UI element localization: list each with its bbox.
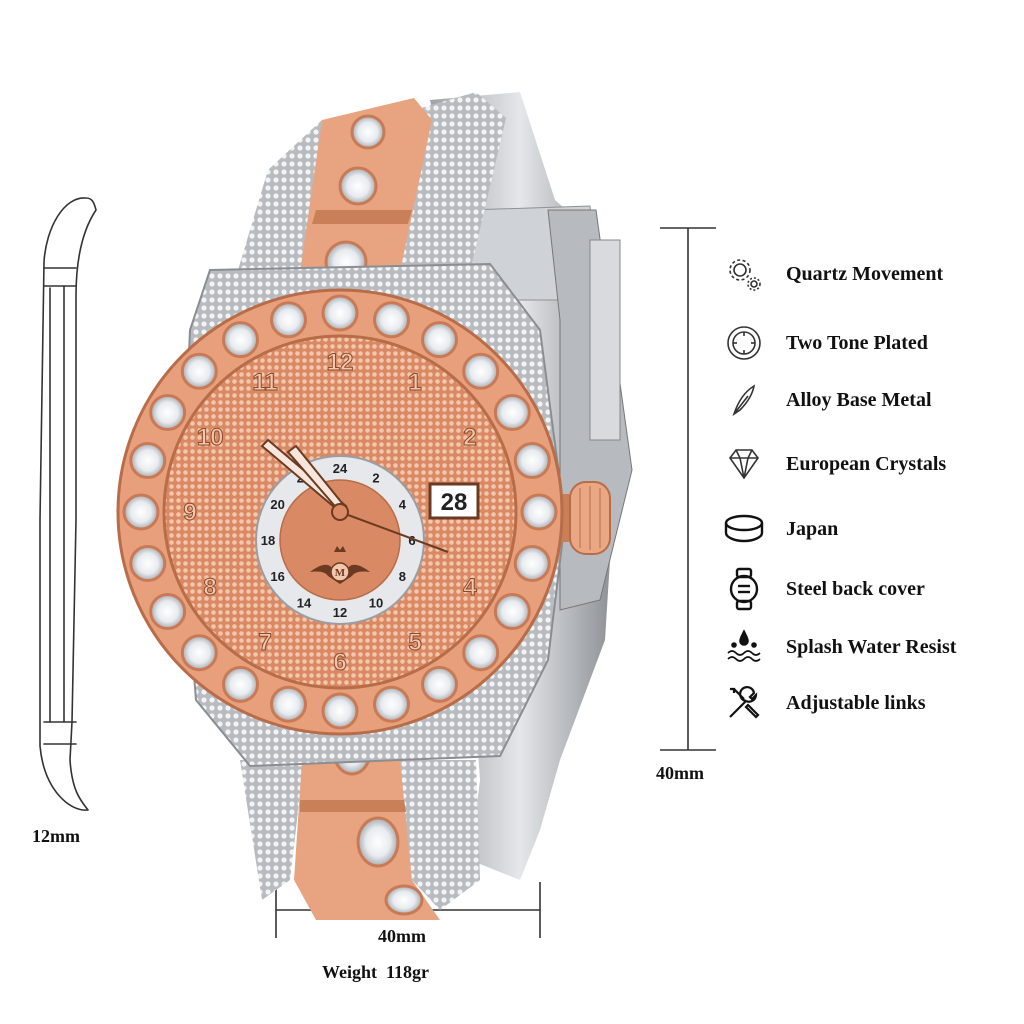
- bezel-stone: [321, 692, 359, 730]
- bezel-stone: [373, 685, 411, 723]
- watch-back-icon: [722, 567, 766, 611]
- weight-label: Weight: [322, 962, 378, 982]
- feature-label: Steel back cover: [786, 577, 925, 600]
- bezel-stone: [180, 352, 218, 390]
- bezel-stone: [493, 394, 531, 431]
- feature-item: Adjustable links: [722, 680, 1012, 726]
- inner-ring-numeral: 18: [261, 533, 275, 548]
- watch-hands: [260, 438, 449, 553]
- width-label: 40mm: [378, 926, 426, 946]
- inner-ring-numeral: 2: [372, 471, 379, 486]
- diamond-icon: [722, 442, 766, 486]
- bezel-stone: [462, 634, 500, 672]
- thickness-label: 12mm: [32, 826, 80, 846]
- bezel-stone: [493, 593, 531, 630]
- feature-label: Adjustable links: [786, 691, 926, 714]
- feature-item: Two Tone Plated: [722, 320, 1012, 366]
- bezel-stone: [321, 294, 359, 332]
- date-window: 28: [428, 482, 480, 520]
- inner-ring-numeral: 14: [297, 595, 312, 610]
- dial-numeral: 6: [333, 649, 346, 676]
- feature-label: Splash Water Resist: [786, 635, 957, 658]
- dial-numeral: 1: [408, 369, 421, 396]
- inner-ring-numeral: 6: [408, 533, 415, 548]
- inner-ring-numeral: 24: [333, 461, 348, 476]
- bezel-stone: [269, 301, 307, 339]
- dial-icon: [722, 321, 766, 365]
- bezel-stone: [129, 545, 167, 583]
- brand-logo: M: [310, 546, 370, 584]
- bezel-stone: [129, 441, 167, 479]
- weight-value: 118gr: [386, 962, 430, 982]
- weight-text: Weight 118gr: [322, 962, 429, 983]
- dial-numeral: 5: [408, 629, 421, 656]
- bezel-stone: [180, 634, 218, 672]
- bezel-stone: [373, 301, 411, 339]
- bezel-stone: [269, 685, 307, 723]
- gears-icon: [722, 252, 766, 296]
- bezel-stone: [149, 593, 187, 630]
- inner-ring-numeral: 12: [333, 605, 347, 620]
- feature-item: European Crystals: [722, 441, 1012, 487]
- date-value: 28: [441, 489, 468, 516]
- dial-numeral: 8: [203, 574, 216, 601]
- water-icon: [722, 625, 766, 669]
- feather-icon: [722, 378, 766, 422]
- inner-ring-numeral: 8: [399, 569, 406, 584]
- dial-numeral: 9: [183, 499, 196, 526]
- feature-label: Alloy Base Metal: [786, 388, 932, 411]
- tools-icon: [722, 681, 766, 725]
- bezel-stone: [149, 394, 187, 431]
- feature-item: Alloy Base Metal: [722, 377, 1012, 423]
- bezel-stone: [513, 545, 551, 583]
- bracelet-upper: [238, 92, 506, 284]
- bezel-stone: [520, 493, 558, 531]
- feature-label: Quartz Movement: [786, 262, 944, 285]
- feature-item: Steel back cover: [722, 566, 1012, 612]
- dial-numeral: 10: [197, 424, 224, 451]
- height-label: 40mm: [656, 763, 704, 783]
- bezel-stone: [421, 321, 458, 359]
- bezel-stone: [462, 352, 500, 390]
- battery-icon: [722, 507, 766, 551]
- dial-numeral: 11: [252, 369, 277, 396]
- brand-mark: M: [335, 567, 346, 579]
- bezel-stone: [122, 493, 160, 531]
- dial-numeral: 7: [258, 629, 271, 656]
- inner-ring-numeral: 16: [270, 569, 284, 584]
- dial-numeral: 12: [327, 349, 354, 376]
- bezel-stones: [122, 294, 558, 730]
- feature-label: Japan: [786, 517, 839, 540]
- feature-label: European Crystals: [786, 452, 947, 475]
- dial-numeral: 2: [463, 424, 476, 451]
- bezel-stone: [513, 441, 551, 479]
- bezel-stone: [222, 665, 259, 703]
- bezel-stone: [222, 321, 259, 359]
- bracelet-lower: [240, 728, 480, 920]
- feature-item: Japan: [722, 506, 1012, 552]
- feature-item: Quartz Movement: [722, 251, 1012, 297]
- bezel-stone: [421, 665, 458, 703]
- inner-ring-numeral: 20: [270, 497, 284, 512]
- feature-item: Splash Water Resist: [722, 624, 1012, 670]
- inner-ring-numeral: 4: [399, 497, 407, 512]
- inner-ring-numeral: 10: [369, 595, 383, 610]
- feature-label: Two Tone Plated: [786, 331, 928, 354]
- dial-numeral: 4: [463, 574, 477, 601]
- center-disc: [279, 479, 401, 601]
